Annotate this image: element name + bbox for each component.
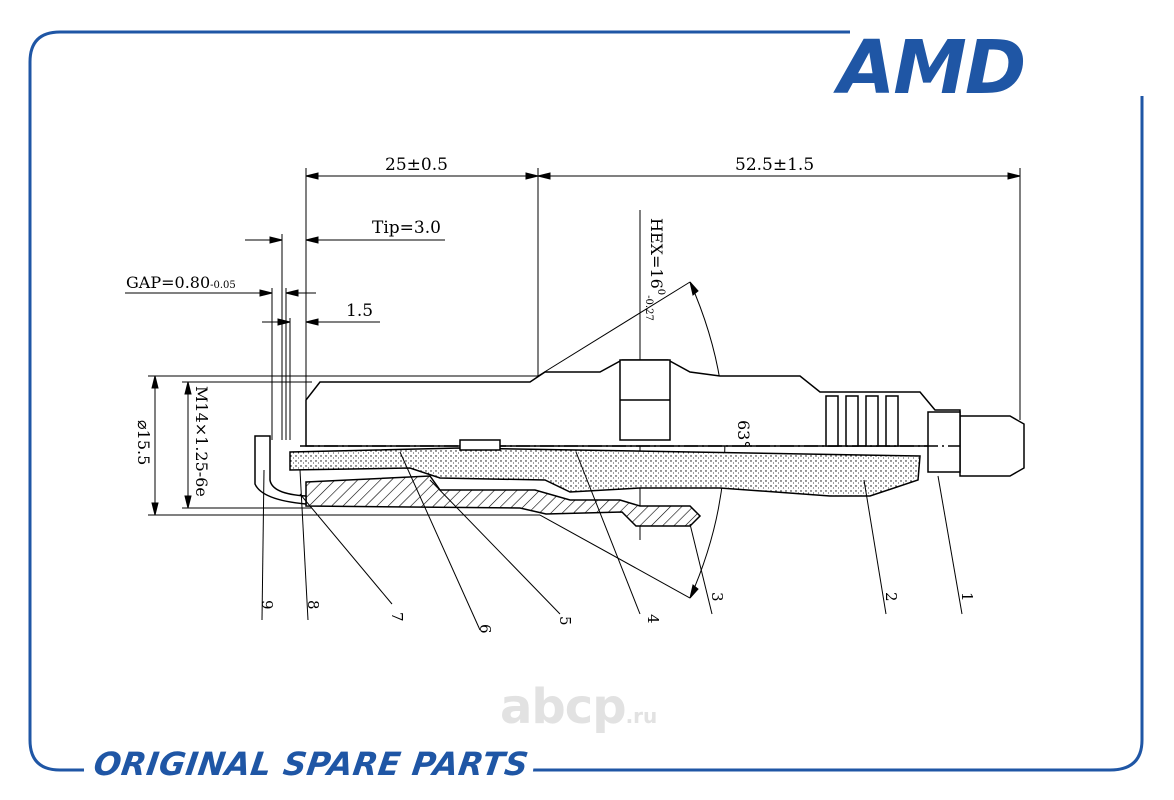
callout-4: 4 [644, 614, 662, 624]
ribs [825, 395, 899, 447]
callout-numbers: 1 2 3 4 5 6 7 8 9 [258, 592, 976, 634]
dim-gap: GAP=0.80-0.05 [126, 273, 236, 292]
dim-seat-to-terminal: 52.5±1.5 [735, 155, 814, 175]
callout-9: 9 [258, 600, 276, 610]
dimension-lines [125, 168, 1021, 599]
dim-hex: HEX=160-0.27 [643, 218, 666, 321]
insulator [289, 447, 921, 497]
watermark-main: abcp [500, 679, 627, 735]
terminal [959, 415, 1025, 477]
callout-8: 8 [304, 600, 322, 610]
shell-section [305, 475, 702, 527]
watermark: abcp.ru [500, 682, 657, 732]
dim-diameter: ⌀15.5 [134, 420, 153, 465]
watermark-suffix: .ru [625, 704, 658, 728]
callout-5: 5 [556, 616, 574, 626]
border-frame [28, 30, 1144, 772]
dim-electrode-offset: 1.5 [346, 301, 373, 321]
dim-angle: 63° [734, 420, 753, 448]
dim-tip-to-seat: 25±0.5 [385, 155, 448, 175]
spark-plug [254, 359, 1025, 527]
callout-7: 7 [388, 612, 406, 622]
footer-tagline: ORIGINAL SPARE PARTS [84, 740, 538, 788]
callout-2: 2 [882, 592, 900, 602]
leader-lines [261, 451, 963, 631]
callout-3: 3 [708, 592, 726, 602]
brand-logo: AMD [838, 22, 1148, 114]
callout-6: 6 [476, 624, 494, 634]
ground-electrode [254, 435, 307, 505]
dim-tip: Tip=3.0 [372, 218, 441, 238]
callout-1: 1 [958, 592, 976, 602]
logo-text: AMD [838, 25, 1026, 111]
dim-thread: M14×1.25-6e [192, 386, 211, 497]
